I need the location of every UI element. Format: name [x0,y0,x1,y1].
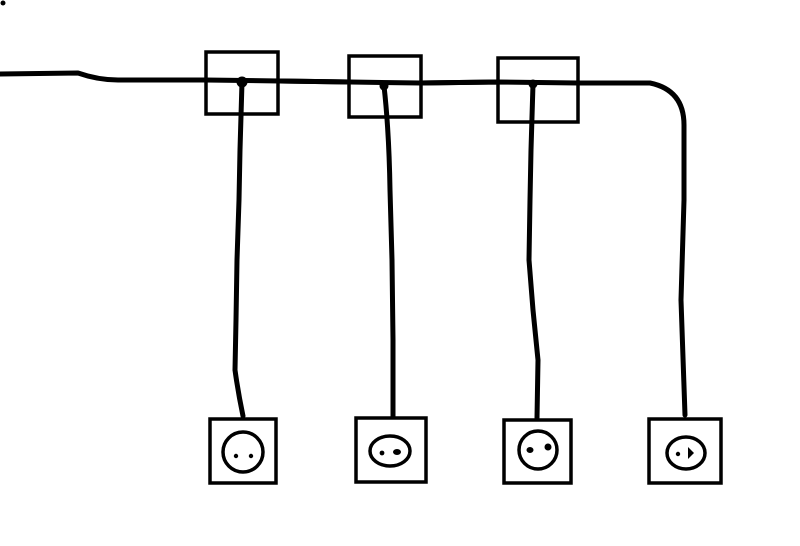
power-outlet-icon [221,430,265,474]
junction-box-3 [496,56,580,124]
drop-wire-2 [381,83,396,421]
main-supply-wire [0,70,688,418]
socket-4 [647,417,723,485]
power-outlet-icon [517,429,559,471]
power-outlet-icon [665,435,707,471]
power-outlet-icon [368,434,412,468]
socket-1 [208,417,278,485]
corner-mark [0,0,6,6]
main-supply-wire-overlay [202,77,581,86]
drop-wire-1 [232,79,246,419]
drop-wire-3 [526,81,541,421]
socket-3 [502,418,573,485]
socket-2 [354,416,428,484]
